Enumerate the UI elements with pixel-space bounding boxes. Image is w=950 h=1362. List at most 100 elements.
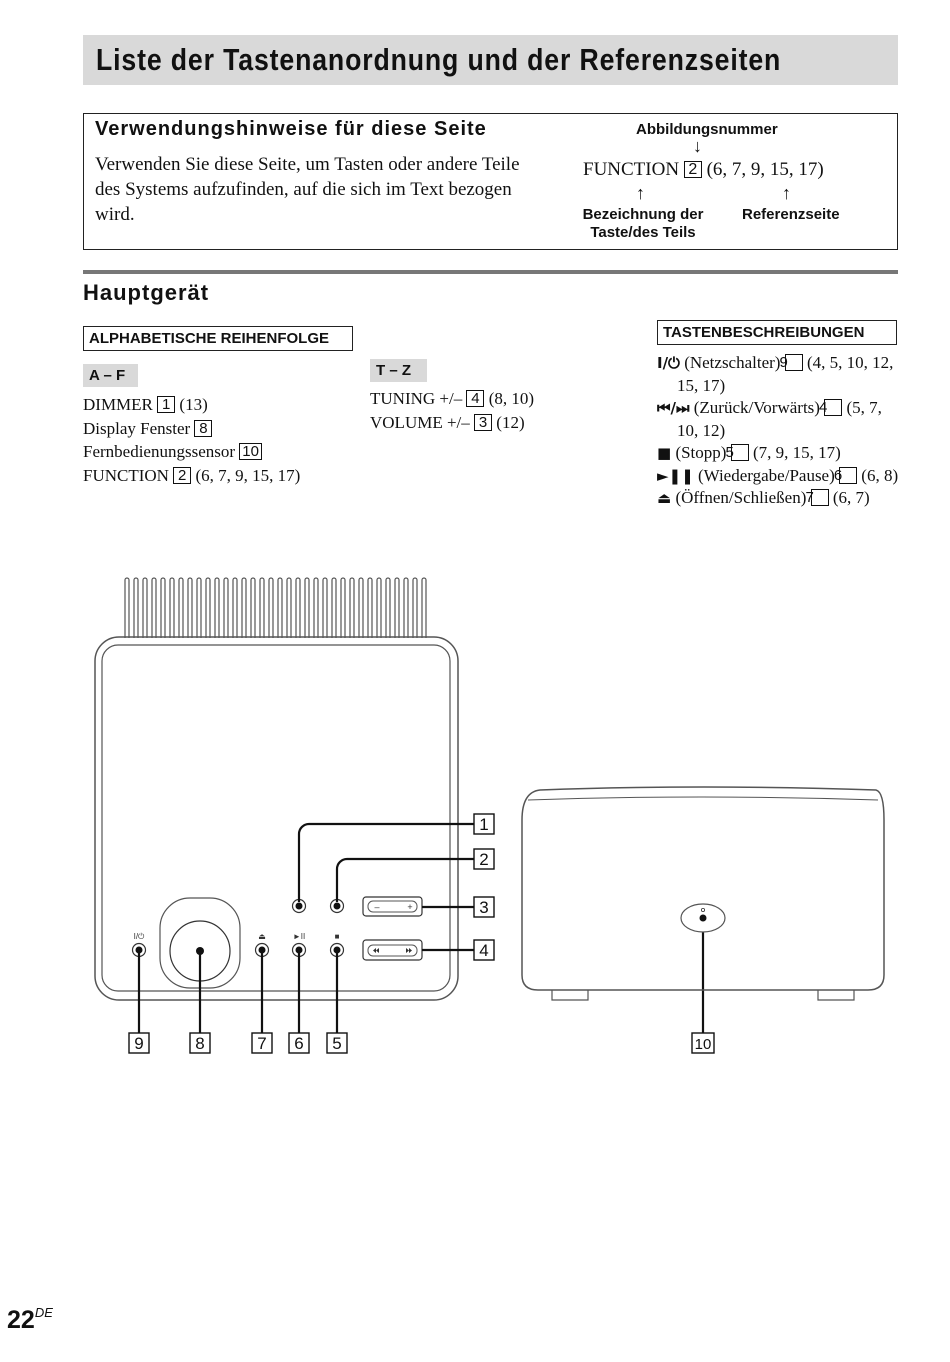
- stop-icon: ■: [657, 444, 672, 462]
- svg-text:10: 10: [695, 1036, 712, 1053]
- item-pages: (13): [179, 395, 208, 414]
- range-a-f: A – F: [83, 364, 138, 387]
- item-text: (Stopp): [675, 443, 727, 462]
- item-pages: (6, 7, 9, 15, 17): [195, 465, 301, 485]
- item-number: 4: [466, 390, 485, 407]
- list-item: ⏏ (Öffnen/Schließen) 7 (6, 7): [657, 487, 902, 510]
- list-item: ■ (Stopp) 5 (7, 9, 15, 17): [657, 442, 902, 465]
- list-item: Display Fenster 8: [83, 417, 300, 441]
- item-pages: (7, 9, 15, 17): [752, 443, 841, 462]
- svg-text:1: 1: [479, 815, 488, 834]
- item-number: 10: [239, 443, 262, 460]
- list-item: Fernbedienungssensor 10: [83, 440, 300, 464]
- list-item: DIMMER 1 (13): [83, 393, 300, 417]
- item-text: (Öffnen/Schließen): [675, 488, 807, 507]
- power-icon: I/⏻: [657, 354, 680, 372]
- item-pages: (12): [496, 412, 525, 432]
- list-item: ►❚❚ (Wiedergabe/Pause) 6 (6, 8): [657, 465, 902, 488]
- list-a-f: DIMMER 1 (13) Display Fenster 8 Fernbedi…: [83, 393, 300, 487]
- name-label-line2: Taste/des Teils: [590, 224, 696, 241]
- item-number: 1: [157, 396, 176, 413]
- power-button-label: I/⏻: [134, 932, 145, 941]
- volume-rocker[interactable]: [362, 896, 423, 917]
- arrow-up-icon: ↑: [782, 183, 791, 203]
- callout-lines: [137, 822, 705, 1033]
- callout-4: 4: [473, 939, 495, 961]
- item-number: 6: [834, 466, 858, 484]
- callout-2: 2: [473, 848, 495, 870]
- callout-7: 7: [251, 1032, 273, 1054]
- item-name: DIMMER: [83, 395, 153, 414]
- volume-minus-label: –: [374, 902, 379, 912]
- list-item: I/⏻ (Netzschalter) 9 (4, 5, 10, 12, 15, …: [657, 352, 902, 397]
- arrow-down-icon: ↓: [693, 136, 702, 156]
- usage-box: [83, 113, 898, 250]
- item-pages: (6, 7): [832, 488, 870, 507]
- example-pages: (6, 7, 9, 15, 17): [706, 159, 824, 180]
- item-number: 5: [726, 444, 749, 461]
- svg-text:3: 3: [479, 898, 488, 917]
- arrow-up-icon: ↑: [636, 183, 645, 203]
- list-item: FUNCTION 2 (6, 7, 9, 15, 17): [83, 464, 300, 488]
- svg-text:7: 7: [257, 1034, 266, 1053]
- item-name: Display Fenster: [83, 418, 191, 438]
- svg-text:9: 9: [134, 1034, 143, 1053]
- item-name: VOLUME +/–: [370, 412, 470, 432]
- volume-plus-label: +: [407, 902, 412, 912]
- callout-3: 3: [473, 896, 495, 918]
- example-name: FUNCTION: [583, 159, 680, 180]
- svg-text:2: 2: [479, 850, 488, 869]
- callout-9: 9: [128, 1032, 150, 1054]
- page-title: Liste der Tastenanordnung und der Refere…: [96, 42, 782, 77]
- svg-text:8: 8: [195, 1034, 204, 1053]
- page-number-value: 22: [7, 1306, 35, 1334]
- usage-title: Verwendungshinweise für diese Seite: [95, 118, 487, 140]
- svg-text:6: 6: [294, 1034, 303, 1053]
- callout-6: 6: [288, 1032, 310, 1054]
- alphabetical-label: ALPHABETISCHE REIHENFOLGE: [83, 326, 353, 351]
- item-number: 3: [474, 413, 493, 431]
- descriptions-list: I/⏻ (Netzschalter) 9 (4, 5, 10, 12, 15, …: [657, 352, 902, 510]
- play-pause-icon: ►❚❚: [657, 466, 694, 485]
- usage-body: Verwenden Sie diese Seite, um Tasten ode…: [95, 154, 520, 225]
- callout-8: 8: [189, 1032, 211, 1054]
- play-pause-button-label: ►II: [293, 932, 305, 941]
- item-number: 7: [805, 489, 829, 506]
- reference-label: Referenzseite: [742, 206, 840, 223]
- device-diagram: I/⏻ ⏏ ►II ■ – +: [94, 577, 885, 1054]
- item-text: (Zurück/Vorwärts): [693, 398, 820, 417]
- section-title: Hauptgerät: [83, 280, 210, 305]
- example-number: 2: [683, 161, 702, 178]
- item-number: 2: [173, 466, 192, 484]
- list-item: TUNING +/– 4 (8, 10): [370, 387, 534, 411]
- svg-text:4: 4: [479, 941, 488, 960]
- item-name: TUNING +/–: [370, 389, 463, 408]
- name-label-line1: Bezeichnung der: [582, 206, 704, 223]
- svg-text:5: 5: [332, 1034, 341, 1053]
- item-pages: (8, 10): [488, 389, 535, 408]
- callout-5: 5: [326, 1032, 348, 1054]
- function-button[interactable]: [329, 898, 345, 914]
- heatsink-fins: [124, 577, 427, 638]
- callout-10: 10: [691, 1032, 715, 1054]
- item-number: 4: [819, 399, 843, 416]
- page-number-suffix: DE: [34, 1305, 53, 1320]
- speaker-unit: [521, 786, 885, 1001]
- item-pages: (5, 7, 10, 12): [677, 398, 882, 440]
- item-text: (Wiedergabe/Pause): [697, 465, 835, 485]
- list-item: ⏮/⏭ (Zurück/Vorwärts) 4 (5, 7, 10, 12): [657, 397, 902, 442]
- main-unit-front: [101, 644, 451, 992]
- usage-example: FUNCTION 2 (6, 7, 9, 15, 17): [583, 159, 824, 181]
- item-number: 8: [194, 419, 213, 437]
- range-t-z: T – Z: [370, 359, 427, 382]
- callout-1: 1: [473, 813, 495, 835]
- item-pages: (6, 8): [861, 465, 899, 485]
- item-name: FUNCTION: [83, 465, 169, 485]
- item-name: Fernbedienungssensor: [83, 442, 236, 461]
- page-number: 22DE: [7, 1305, 53, 1335]
- remote-sensor: [680, 903, 726, 933]
- eject-icon: ⏏: [657, 489, 672, 507]
- tuning-rocker[interactable]: [362, 939, 423, 961]
- stop-button-label: ■: [335, 932, 340, 941]
- eject-button-label: ⏏: [258, 932, 266, 941]
